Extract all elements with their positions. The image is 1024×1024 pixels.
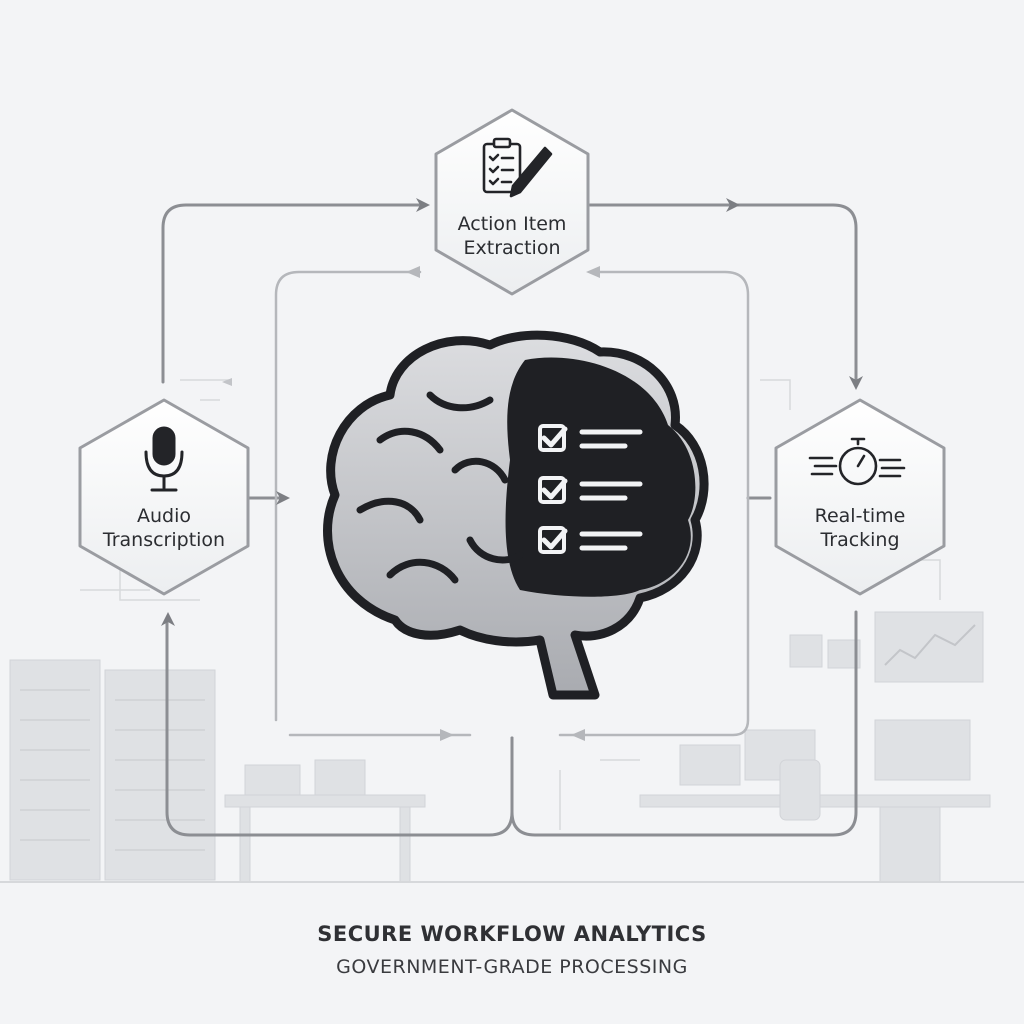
arrow-inner-1 xyxy=(406,266,420,278)
desk-left-leg xyxy=(239,806,251,883)
action-item-label: Action Item Extraction xyxy=(436,212,588,260)
hex-node-audio[interactable] xyxy=(78,398,250,596)
monitor-1 xyxy=(679,744,741,786)
audio-line1: Audio xyxy=(136,505,191,527)
arrow-into-action xyxy=(416,198,430,212)
connector-center-to-audio xyxy=(165,616,514,837)
laptop-right xyxy=(314,759,366,796)
tracking-label: Real-time Tracking xyxy=(776,504,944,552)
arrow-inner-3 xyxy=(440,729,454,741)
footer-title: SECURE WORKFLOW ANALYTICS xyxy=(317,922,707,946)
connector-lines xyxy=(161,203,858,837)
arrow-inner-2 xyxy=(586,266,600,278)
arrow-into-tracking xyxy=(849,376,863,390)
wall-panel-1 xyxy=(789,634,823,668)
action-item-line1: Action Item xyxy=(457,213,567,235)
footer-subtitle: GOVERNMENT-GRADE PROCESSING xyxy=(336,956,688,978)
dashboard-trend-line xyxy=(884,624,976,666)
connector-tracking-to-center xyxy=(510,610,858,837)
tracking-line2: Tracking xyxy=(820,529,900,551)
background-office-scene xyxy=(0,611,1024,883)
brain-right-lobe xyxy=(505,357,696,597)
brain-checklist-icon xyxy=(323,330,709,700)
arrow-toward-tracking xyxy=(726,198,740,212)
arrowheads xyxy=(161,198,863,741)
arrow-faint-1 xyxy=(222,378,232,386)
desk-left xyxy=(224,794,426,808)
connector-action-to-tracking xyxy=(588,203,858,382)
wall-dashboard xyxy=(874,611,984,683)
desk-left-leg-2 xyxy=(399,806,411,883)
server-rack-slots xyxy=(20,689,205,851)
brain-checklist xyxy=(538,424,643,554)
desk-drawers xyxy=(879,806,941,883)
brain-folds xyxy=(356,391,524,584)
laptop-left xyxy=(244,764,301,796)
hex-node-action-item[interactable] xyxy=(434,108,590,296)
office-chair xyxy=(779,759,821,821)
checklist-pen-icon xyxy=(482,137,553,198)
hex-node-tracking[interactable] xyxy=(774,398,946,596)
server-rack-1 xyxy=(9,659,101,881)
monitor-3 xyxy=(874,719,971,781)
arrow-inner-4 xyxy=(571,729,585,741)
audio-label: Audio Transcription xyxy=(80,504,248,552)
connector-audio-to-action xyxy=(161,203,422,384)
stopwatch-speed-icon xyxy=(808,437,906,486)
arrow-into-audio xyxy=(161,612,175,626)
microphone-icon xyxy=(144,426,184,492)
tracking-line1: Real-time xyxy=(814,505,906,527)
arrow-into-brain xyxy=(276,491,290,505)
server-rack-2 xyxy=(104,669,216,881)
audio-line2: Transcription xyxy=(102,529,226,551)
action-item-line2: Extraction xyxy=(463,237,561,259)
